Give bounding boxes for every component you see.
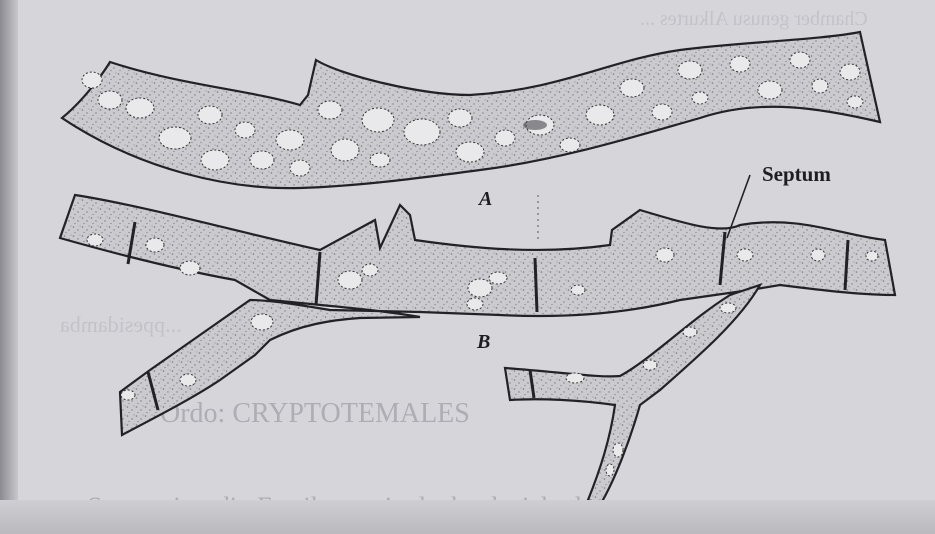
- label-b: B: [476, 331, 490, 353]
- hypha-b-lower-branch-stipple: [505, 285, 760, 505]
- label-a: A: [477, 188, 492, 210]
- hypha-a-stipple: [62, 32, 880, 188]
- label-septum: Septum: [762, 162, 831, 186]
- hypha-a: [62, 32, 880, 188]
- hypha-a-nucleus: [523, 120, 547, 130]
